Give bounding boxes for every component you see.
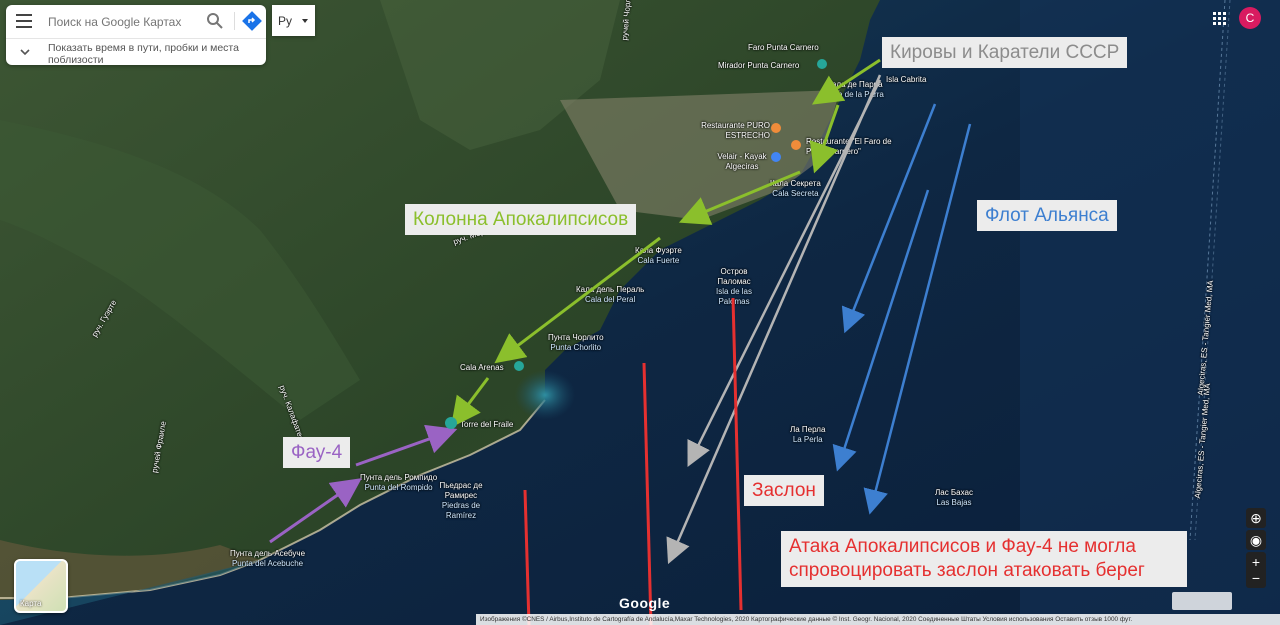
place-rompido-ru: Пунта дель Ромпидо (360, 473, 438, 482)
language-select[interactable]: Ру (272, 5, 315, 36)
map-footer: Изображения ©CNES / Airbus,Instituto de … (476, 614, 1280, 625)
place-chorlito-ru: Пунта Чорлито (548, 333, 604, 342)
globe-icon[interactable]: ⊕ (1246, 508, 1266, 528)
place-perla-ru: Ла Перла (790, 425, 826, 434)
hint-text: Показать время в пути, пробки и места по… (48, 42, 239, 66)
place-acebuche-alt: Punta del Acebuche (231, 559, 304, 568)
place-cabrita[interactable]: Isla Cabrita (886, 75, 927, 84)
place-acebuche-ru: Пунта дель Асебуче (230, 549, 306, 558)
place-mirador[interactable]: Mirador Punta Carnero (718, 61, 800, 70)
place-parra-ru: Кала де Парра (827, 80, 883, 89)
travel-time-hint[interactable]: Показать время в пути, пробки и места по… (6, 38, 266, 66)
place-arenas[interactable]: Cala Arenas (460, 363, 504, 372)
place-piedras-alt: Piedras de Ramírez (441, 501, 481, 520)
place-bajas-ru: Лас Бахас (935, 488, 973, 497)
place-palomas-ru: Остров Паломас (717, 267, 751, 286)
directions-icon[interactable] (242, 11, 262, 31)
place-palomas-alt: Isla de las Palomas (715, 287, 753, 306)
place-parra-alt: Cala de la Parra (826, 90, 884, 99)
place-fuerte-ru: Кала Фуэрте (635, 246, 682, 255)
place-piedras-ru: Пьедрас де Рамирес (439, 481, 483, 500)
language-value: Ру (278, 14, 293, 28)
pegman-icon[interactable] (1172, 592, 1232, 610)
place-secreta-alt: Cala Secreta (772, 189, 819, 198)
annotation-kirovy: Кировы и Каратели СССР (882, 37, 1128, 68)
place-puro[interactable]: Restaurante PURO ESTRECHO (701, 121, 770, 140)
chevron-down-icon (20, 49, 30, 56)
search-row (6, 5, 266, 37)
caret-down-icon (302, 19, 308, 23)
place-fuerte-alt: Cala Fuerte (637, 256, 680, 265)
hamburger-icon[interactable] (16, 14, 32, 28)
annotation-flot: Флот Альянса (977, 200, 1117, 231)
search-input[interactable] (46, 11, 200, 33)
search-panel: Показать время в пути, пробки и места по… (6, 5, 266, 66)
annotation-fau: Фау-4 (283, 437, 351, 468)
zoom-out-button[interactable]: − (1246, 568, 1266, 588)
place-faro[interactable]: Faro Punta Carnero (748, 43, 819, 52)
place-rompido-alt: Punta del Rompido (364, 483, 433, 492)
annotation-kolonna: Колонна Апокалипсисов (405, 204, 637, 235)
place-elfaro[interactable]: Restaurante "El Faro de Punta Carnero" (806, 137, 892, 156)
place-secreta-ru: Кала Секрета (770, 179, 821, 188)
apps-icon[interactable] (1213, 12, 1227, 26)
account-avatar[interactable]: C (1239, 7, 1261, 29)
layer-label: Карта (20, 599, 42, 608)
place-perla-alt: La Perla (792, 435, 823, 444)
google-logo: Google (619, 595, 671, 611)
place-chorlito-alt: Punta Chorlito (550, 343, 602, 352)
annotation-zaslon: Заслон (744, 475, 824, 506)
my-location-icon[interactable]: ◉ (1246, 530, 1266, 550)
divider (234, 12, 235, 30)
place-velair[interactable]: Velair - Kayak Algeciras (717, 152, 767, 171)
map-layer-toggle[interactable]: Карта (14, 559, 68, 613)
place-fraile[interactable]: Torre del Fraile (460, 420, 514, 429)
search-icon[interactable] (205, 11, 225, 31)
place-peral-ru: Кала дель Пераль (576, 285, 645, 294)
annotation-ataka: Атака Апокалипсисов и Фау-4 не могла спр… (781, 531, 1187, 587)
place-bajas-alt: Las Bajas (936, 498, 972, 507)
zoom-in-button[interactable]: + (1246, 552, 1266, 572)
place-peral-alt: Cala del Peral (585, 295, 636, 304)
